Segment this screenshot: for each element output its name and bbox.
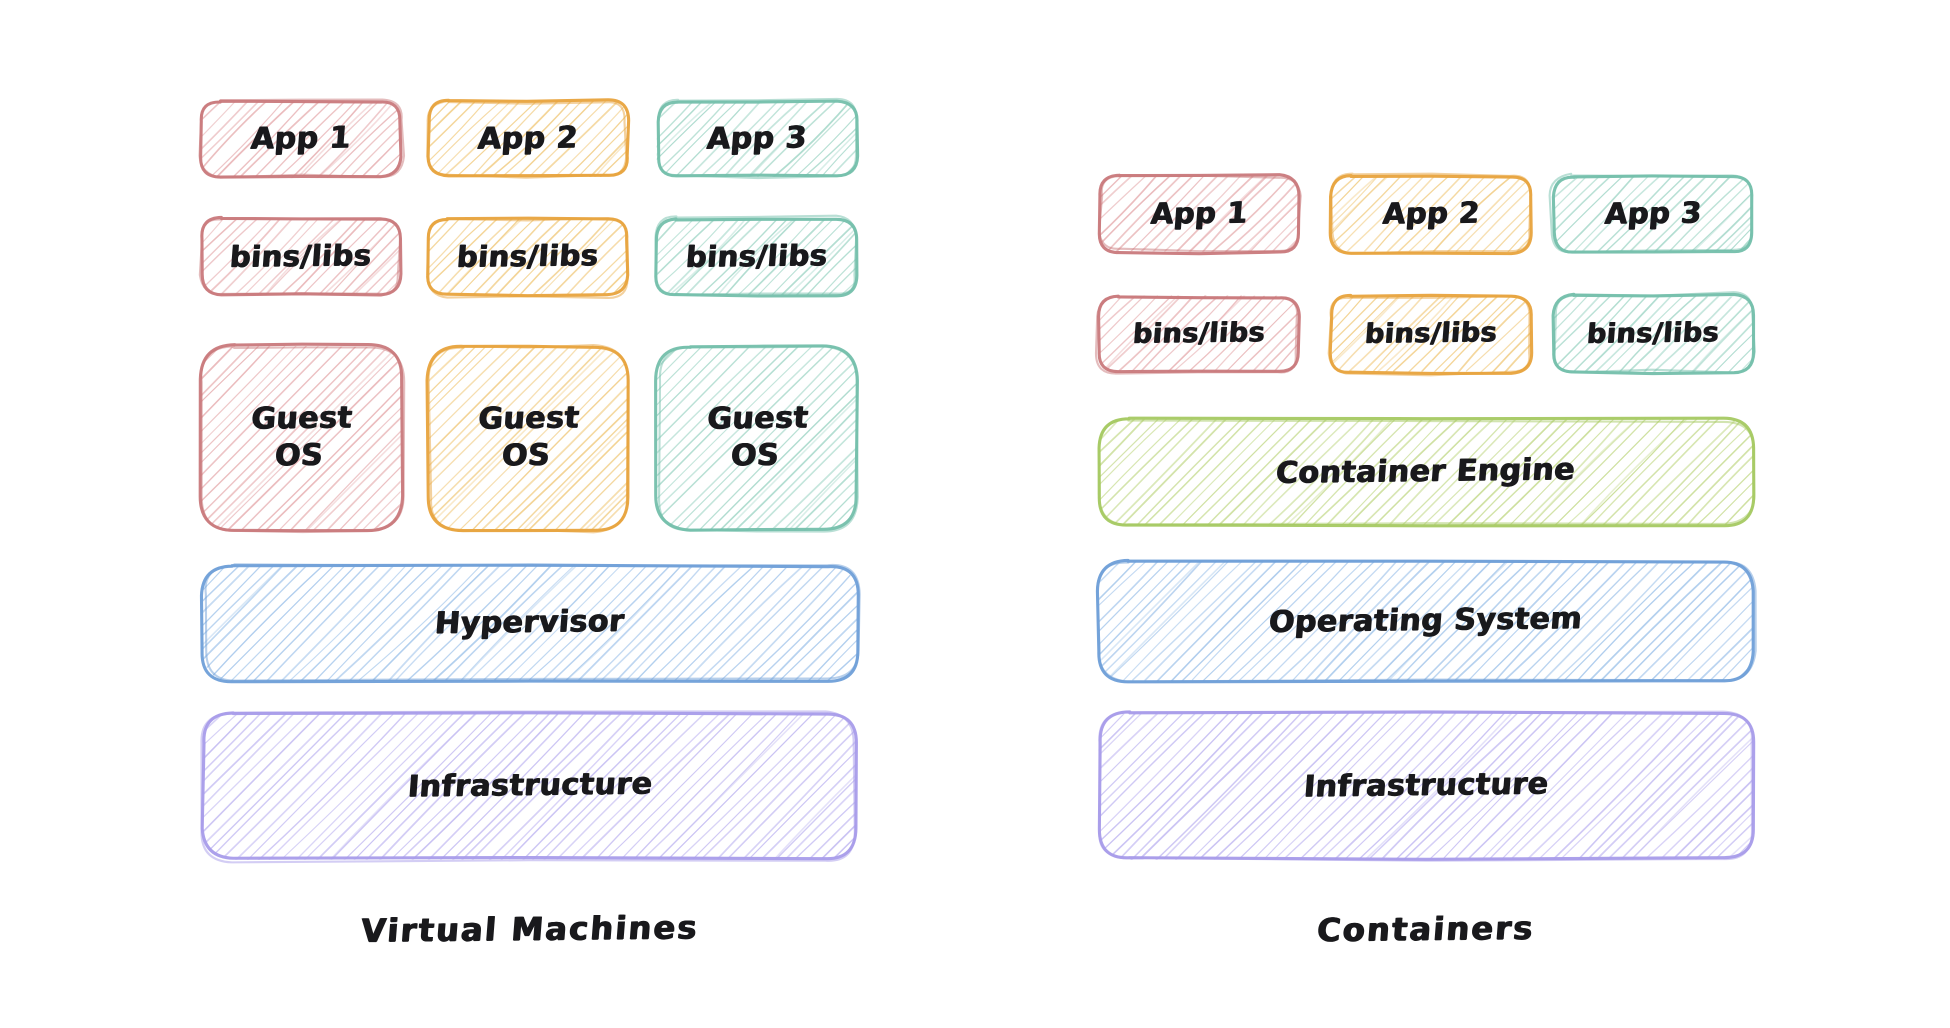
vm-app-2-box[interactable]: App 2 bbox=[426, 98, 631, 179]
ct-infrastructure-label: Infrastructure bbox=[1302, 766, 1550, 805]
panel-containers: App 1 App 2 App 3 bins/libs bins/libs bi… bbox=[960, 0, 1950, 1028]
ct-app-1-box[interactable]: App 1 bbox=[1097, 173, 1302, 256]
vm-guest-os-3-label: Guest OS bbox=[706, 400, 811, 474]
vm-bins-1-box[interactable]: bins/libs bbox=[198, 215, 403, 297]
ct-bins-2-label: bins/libs bbox=[1363, 316, 1499, 350]
vm-app-1-box[interactable]: App 1 bbox=[198, 98, 406, 179]
vm-bins-3-label: bins/libs bbox=[684, 238, 830, 275]
panel-virtual-machines: App 1 App 2 App 3 bins/libs bins/libs bi… bbox=[0, 0, 960, 1028]
vm-guest-os-2-box[interactable]: Guest OS bbox=[425, 344, 630, 534]
ct-app-2-label: App 2 bbox=[1381, 195, 1481, 231]
ct-bins-1-label: bins/libs bbox=[1131, 316, 1267, 350]
vm-app-1-label: App 1 bbox=[249, 120, 353, 157]
vm-hypervisor-label: Hypervisor bbox=[434, 604, 627, 642]
ct-app-2-box[interactable]: App 2 bbox=[1328, 172, 1533, 256]
vm-infrastructure-label: Infrastructure bbox=[406, 766, 654, 805]
vm-bins-1-label: bins/libs bbox=[228, 238, 374, 275]
ct-bins-2-box[interactable]: bins/libs bbox=[1327, 293, 1534, 377]
vm-guest-os-1-box[interactable]: Guest OS bbox=[198, 342, 406, 534]
vm-app-2-label: App 2 bbox=[476, 120, 580, 157]
ct-bins-3-label: bins/libs bbox=[1585, 316, 1721, 350]
containers-panel-caption: Containers bbox=[1315, 908, 1537, 950]
vm-app-3-box[interactable]: App 3 bbox=[656, 97, 860, 180]
ct-app-3-box[interactable]: App 3 bbox=[1548, 172, 1754, 254]
ct-operating-system-label: Operating System bbox=[1268, 600, 1584, 640]
vm-panel-caption: Virtual Machines bbox=[359, 908, 701, 950]
ct-app-1-label: App 1 bbox=[1149, 195, 1249, 231]
vm-bins-2-label: bins/libs bbox=[455, 238, 601, 275]
vm-bins-2-box[interactable]: bins/libs bbox=[426, 216, 630, 299]
ct-bins-1-box[interactable]: bins/libs bbox=[1094, 294, 1301, 375]
vm-infrastructure-box[interactable]: Infrastructure bbox=[200, 710, 858, 864]
ct-container-engine-label: Container Engine bbox=[1275, 451, 1577, 491]
ct-bins-3-box[interactable]: bins/libs bbox=[1551, 291, 1756, 376]
ct-container-engine-box[interactable]: Container Engine bbox=[1097, 416, 1756, 528]
vm-app-3-label: App 3 bbox=[705, 120, 809, 157]
ct-app-3-label: App 3 bbox=[1603, 195, 1703, 231]
vm-guest-os-1-label: Guest OS bbox=[250, 400, 355, 474]
vm-bins-3-box[interactable]: bins/libs bbox=[654, 214, 859, 298]
ct-operating-system-box[interactable]: Operating System bbox=[1095, 558, 1757, 684]
vm-guest-os-2-label: Guest OS bbox=[477, 400, 582, 474]
vm-hypervisor-box[interactable]: Hypervisor bbox=[199, 563, 861, 684]
ct-infrastructure-box[interactable]: Infrastructure bbox=[1097, 710, 1756, 862]
vm-guest-os-3-box[interactable]: Guest OS bbox=[654, 344, 859, 533]
